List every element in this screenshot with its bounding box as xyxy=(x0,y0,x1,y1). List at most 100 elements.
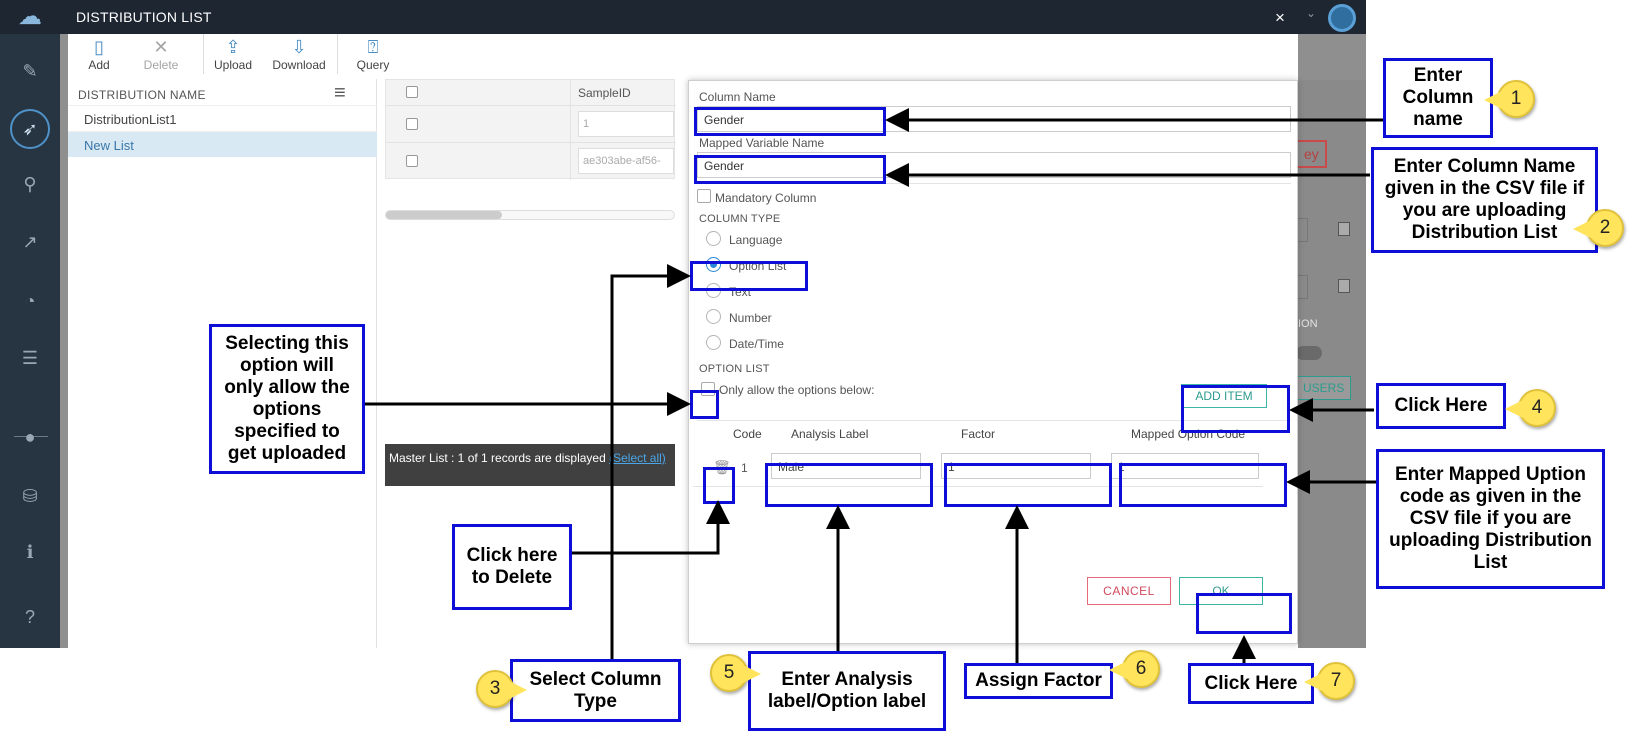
app-sidebar: ✎ ➶ ⚲ ↗ ◔ ☰ ● ⛁ ℹ ? xyxy=(0,34,60,648)
help-icon[interactable]: ? xyxy=(24,607,35,627)
column-type-heading: COLUMN TYPE xyxy=(699,213,781,225)
step-badge-2: 2 xyxy=(1573,209,1624,247)
factor-input[interactable]: 1 xyxy=(941,453,1091,479)
toolbar-divider xyxy=(203,34,204,74)
table-row: 1 xyxy=(386,106,676,143)
upload-button[interactable]: ⇪ Upload xyxy=(202,36,264,76)
download-button[interactable]: ⇩ Download xyxy=(268,36,330,76)
background-input xyxy=(1296,275,1308,299)
callout-text: specified to xyxy=(234,421,340,442)
survey-button[interactable]: ey xyxy=(1296,140,1327,168)
toolbar-divider xyxy=(337,34,338,74)
query-button[interactable]: ⍰ Query xyxy=(342,36,404,76)
column-edit-dialog: Column Name Gender Mapped Variable Name … xyxy=(688,80,1298,644)
sample-grid: SampleID 1 ae303abe-af56- xyxy=(385,79,676,180)
grid-cell[interactable]: 1 xyxy=(578,111,674,137)
callout-text: Selecting this xyxy=(225,333,349,354)
add-column-icon[interactable]: ≡ xyxy=(334,82,346,104)
clipboard-icon[interactable] xyxy=(1338,222,1350,236)
highlight-mapped-option xyxy=(1119,463,1287,507)
highlight-mapped-variable xyxy=(694,155,886,184)
mapped-variable-label: Mapped Variable Name xyxy=(699,136,825,150)
callout-text: Click Here xyxy=(1204,672,1298,694)
radio-date-time-label: Date/Time xyxy=(729,337,784,351)
delete-icon: ✕ xyxy=(153,37,169,57)
download-label: Download xyxy=(272,58,326,72)
radio-date-time[interactable] xyxy=(706,335,721,350)
radio-option-list[interactable] xyxy=(706,257,721,272)
chevron-down-icon[interactable]: ⌄ xyxy=(1306,6,1317,20)
radio-language[interactable] xyxy=(706,231,721,246)
close-icon[interactable]: × xyxy=(1275,8,1285,27)
highlight-column-name xyxy=(694,107,886,136)
dashboard-icon[interactable]: ◔ xyxy=(24,291,36,311)
callout-text: you are uploading xyxy=(1402,200,1567,221)
distribution-list-item[interactable]: DistributionList1 xyxy=(68,105,377,131)
callout-text: get uploaded xyxy=(227,443,347,464)
database-icon[interactable]: ⛁ xyxy=(22,486,38,506)
users-button[interactable]: USERS xyxy=(1296,376,1352,400)
divider xyxy=(697,183,1291,184)
chart-icon[interactable]: ↗ xyxy=(22,232,38,252)
distribution-list-item[interactable]: New List xyxy=(68,131,377,157)
select-all-checkbox[interactable] xyxy=(406,86,418,98)
callout-text: Column xyxy=(1402,87,1474,108)
info-icon[interactable]: ℹ xyxy=(26,542,34,562)
background-label: ION xyxy=(1298,318,1318,330)
highlight-analysis-label xyxy=(765,463,933,507)
mandatory-column-label: Mandatory Column xyxy=(715,191,817,205)
step-badge-6: 6 xyxy=(1109,650,1160,688)
master-list-text: Master List : 1 of 1 records are display… xyxy=(389,451,610,465)
step-badge-5: 5 xyxy=(710,654,761,692)
distribution-name-header: DISTRIBUTION NAME xyxy=(78,88,206,102)
add-button[interactable]: ▯ Add xyxy=(68,36,130,76)
only-allow-options-label: Only allow the options below: xyxy=(719,383,875,397)
clipboard-icon[interactable] xyxy=(1338,279,1350,293)
edit-icon[interactable]: ✎ xyxy=(22,61,38,81)
row-checkbox[interactable] xyxy=(406,118,418,130)
callout-text: Click here xyxy=(466,545,558,566)
analysis-label-header: Analysis Label xyxy=(791,427,869,441)
radio-number[interactable] xyxy=(706,309,721,324)
rocket-icon[interactable]: ➶ xyxy=(10,109,50,149)
cancel-button[interactable]: CANCEL xyxy=(1087,577,1171,605)
row-checkbox[interactable] xyxy=(406,155,418,167)
grid-cell[interactable]: ae303abe-af56- xyxy=(578,148,674,174)
step-badge-4: 4 xyxy=(1505,389,1556,427)
code-header: Code xyxy=(733,427,762,441)
background-toggle[interactable] xyxy=(1296,346,1322,360)
delete-label: Delete xyxy=(143,58,179,72)
callout-text: code as given in the xyxy=(1399,486,1582,507)
callout-text: options xyxy=(252,399,322,420)
factor-header: Factor xyxy=(961,427,996,441)
callout-text: Type xyxy=(574,690,617,712)
scrollbar-thumb[interactable] xyxy=(386,211,502,219)
add-icon: ▯ xyxy=(94,37,104,57)
add-item-button[interactable]: ADD ITEM xyxy=(1181,384,1267,408)
grid-divider xyxy=(570,80,571,180)
distribution-name-pane: DISTRIBUTION NAME ≡ DistributionList1 Ne… xyxy=(68,79,377,648)
callout-text: Select Column xyxy=(529,668,662,690)
option-list-heading: OPTION LIST xyxy=(699,363,770,375)
search-icon[interactable]: ⚲ xyxy=(23,174,37,194)
callout-text: name xyxy=(1413,109,1463,130)
master-list-status: Master List : 1 of 1 records are display… xyxy=(385,444,675,486)
avatar[interactable] xyxy=(1328,4,1356,32)
select-all-link[interactable]: (Select all) xyxy=(609,451,666,465)
horizontal-scrollbar[interactable] xyxy=(385,210,675,220)
highlight-delete xyxy=(703,467,735,504)
query-label: Query xyxy=(356,58,390,72)
highlight-ok xyxy=(1196,593,1292,634)
callout-text: Enter Column Name xyxy=(1393,156,1576,177)
delete-button[interactable]: ✕ Delete xyxy=(130,36,192,76)
mandatory-column-checkbox[interactable] xyxy=(697,189,711,203)
callout-text: label/Option label xyxy=(767,691,927,712)
list-icon[interactable]: ☰ xyxy=(21,348,39,368)
callout-text: CSV file if you are xyxy=(1409,508,1572,529)
user-icon[interactable]: ● xyxy=(24,427,36,447)
callout-text: given in the CSV file if xyxy=(1384,178,1585,199)
app-logo-icon[interactable]: ☁ xyxy=(18,3,42,30)
